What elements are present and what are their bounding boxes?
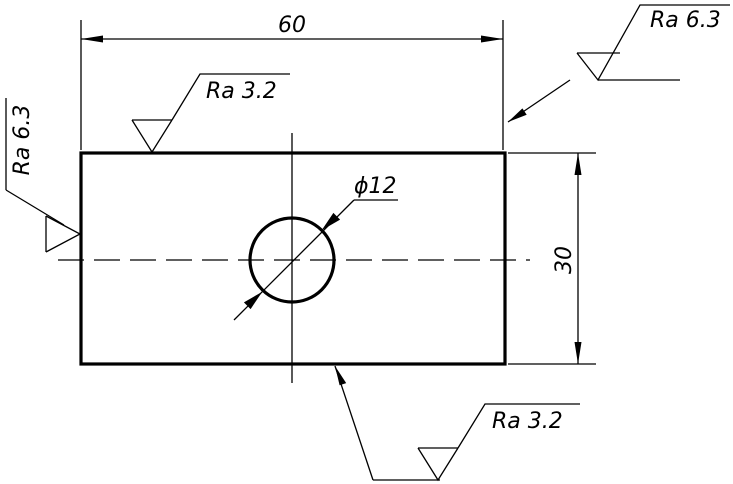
roughness-symbol-top: Ra 3.2 (131, 73, 290, 154)
width-dimension: 60 (80, 13, 504, 150)
roughness-symbol-left: Ra 6.3 (5, 98, 82, 253)
part-outline (79, 151, 507, 366)
width-dimension-text: 60 (278, 13, 306, 38)
leader-arrow (243, 291, 263, 310)
roughness-text-bottom: Ra 3.2 (492, 409, 563, 434)
roughness-symbol-right: Ra 6.3 (507, 4, 730, 123)
height-dimension: 30 (508, 152, 596, 365)
hole-circle (248, 216, 336, 304)
roughness-text-top: Ra 3.2 (206, 79, 277, 104)
height-dimension-text: 30 (552, 246, 577, 274)
roughness-text-right: Ra 6.3 (650, 8, 721, 33)
roughness-text-left: Ra 6.3 (10, 105, 35, 176)
diameter-text: ϕ12 (354, 174, 397, 199)
roughness-symbol-bottom: Ra 3.2 (334, 365, 580, 482)
dimension-arrow (574, 153, 582, 175)
dimension-arrow (81, 35, 103, 43)
leader-arrow (335, 366, 347, 386)
dimension-arrow (481, 35, 503, 43)
diameter-callout: ϕ12 (233, 174, 398, 321)
leader-arrow (321, 212, 341, 231)
leader-arrow (508, 108, 527, 122)
dimension-arrow (574, 342, 582, 364)
